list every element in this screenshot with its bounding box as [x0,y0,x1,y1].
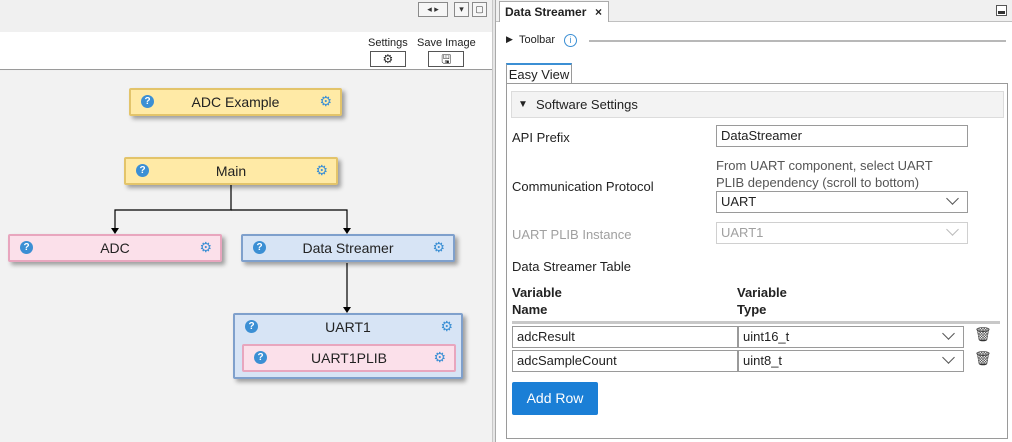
divider [589,40,1006,42]
help-icon[interactable]: ? [141,95,154,108]
node-uart1plib[interactable]: ? UART1PLIB ⚙ [242,344,456,372]
node-label: UART1 [325,319,371,335]
project-graph-canvas[interactable]: ? ADC Example ⚙ ? Main ⚙ ? ADC ⚙ ? Data … [0,71,492,442]
settings-label: Settings [368,37,408,49]
graph-toolbar: Settings ⚙ Save Image 🖫 [0,32,492,70]
software-settings-header[interactable]: ▼ Software Settings [511,91,1004,118]
pane-splitter[interactable] [492,0,495,442]
settings-tool: Settings ⚙ [368,37,408,67]
gear-icon[interactable]: ⚙ [433,349,446,365]
close-icon[interactable]: × [594,5,602,19]
chevron-down-icon [946,192,959,205]
comm-protocol-label: Communication Protocol [512,179,654,194]
data-streamer-panel: Data Streamer × ▶ Toolbar i Easy View ▼ … [495,0,1012,442]
tab-title: Data Streamer [505,5,587,19]
comm-hint-line1: From UART component, select UART [716,158,933,173]
node-label: ADC [100,240,130,256]
tab-easy-view[interactable]: Easy View [506,63,572,84]
trash-icon[interactable]: 🗑 [974,326,992,342]
chevron-down-icon [942,351,955,364]
table-title: Data Streamer Table [512,259,631,274]
header-line: Name [512,302,548,317]
help-icon[interactable]: ? [254,351,267,364]
maximize-icon[interactable]: ▢ [472,2,487,17]
chevron-down-icon [942,327,955,340]
scroll-left-right-icon[interactable]: ◂ ▸ [418,2,448,17]
collapse-triangle-icon[interactable]: ▼ [518,99,528,110]
gear-icon[interactable]: ⚙ [432,239,445,255]
header-line: Type [737,302,767,317]
node-label: Main [215,163,247,179]
gear-icon[interactable]: ⚙ [440,318,453,334]
uart-plib-label: UART PLIB Instance [512,227,632,242]
floppy-disk-icon: 🖫 [441,52,452,66]
header-line: Variable [737,285,787,300]
left-pane-title-bar: ◂ ▸ ▾ ▢ [0,0,492,20]
help-icon[interactable]: ? [136,164,149,177]
chevron-down-icon [946,223,959,236]
section-title: Software Settings [536,97,638,112]
row-name-input[interactable]: adcSampleCount [512,350,738,372]
minimize-icon[interactable] [996,5,1007,16]
comm-protocol-select[interactable]: UART [716,191,968,213]
row-type-value: uint16_t [743,329,790,344]
panel-tab-bar: Data Streamer × [496,0,1012,22]
save-image-button[interactable]: 🖫 [428,51,465,67]
row-name-input[interactable]: adcResult [512,326,738,348]
node-label: Data Streamer [302,240,394,256]
save-image-label: Save Image [417,37,476,49]
node-label: UART1PLIB [311,350,387,366]
node-uart1-group[interactable]: ? UART1 ⚙ ? UART1PLIB ⚙ [233,313,463,379]
easy-view-body [506,83,1008,439]
comm-hint-line2: PLIB dependency (scroll to bottom) [716,175,920,190]
gear-icon: ⚙ [382,52,394,66]
add-row-button[interactable]: Add Row [512,382,598,415]
help-icon[interactable]: ? [253,241,266,254]
row-type-value: uint8_t [743,353,783,368]
info-icon[interactable]: i [564,34,577,47]
node-adc-example[interactable]: ? ADC Example ⚙ [129,88,342,116]
uart-plib-select: UART1 [716,222,968,244]
row-type-select[interactable]: uint8_t [738,350,964,372]
node-data-streamer[interactable]: ? Data Streamer ⚙ [241,234,455,262]
settings-button[interactable]: ⚙ [369,51,406,67]
toolbar-collapsible[interactable]: ▶ Toolbar i [501,30,1006,52]
save-image-tool: Save Image 🖫 [417,37,476,67]
expand-triangle-icon[interactable]: ▶ [506,34,513,44]
trash-icon[interactable]: 🗑 [974,350,992,366]
table-header-divider [512,321,1000,324]
help-icon[interactable]: ? [20,241,33,254]
node-label: ADC Example [191,94,280,110]
help-icon[interactable]: ? [245,320,258,333]
node-main[interactable]: ? Main ⚙ [124,157,338,185]
comm-protocol-value: UART [721,194,757,209]
row-type-select[interactable]: uint16_t [738,326,964,348]
column-header-name: Variable Name [512,284,562,318]
tab-data-streamer[interactable]: Data Streamer × [499,1,609,22]
node-adc[interactable]: ? ADC ⚙ [8,234,222,262]
graph-connectors [111,185,351,313]
gear-icon[interactable]: ⚙ [199,239,212,255]
api-prefix-input[interactable]: DataStreamer [716,125,968,147]
column-header-type: Variable Type [737,284,787,318]
dropdown-icon[interactable]: ▾ [454,2,469,17]
api-prefix-label: API Prefix [512,130,570,145]
gear-icon[interactable]: ⚙ [315,162,328,178]
toolbar-label: Toolbar [519,34,556,46]
header-line: Variable [512,285,562,300]
gear-icon[interactable]: ⚙ [319,93,332,109]
uart-plib-value: UART1 [721,225,764,240]
